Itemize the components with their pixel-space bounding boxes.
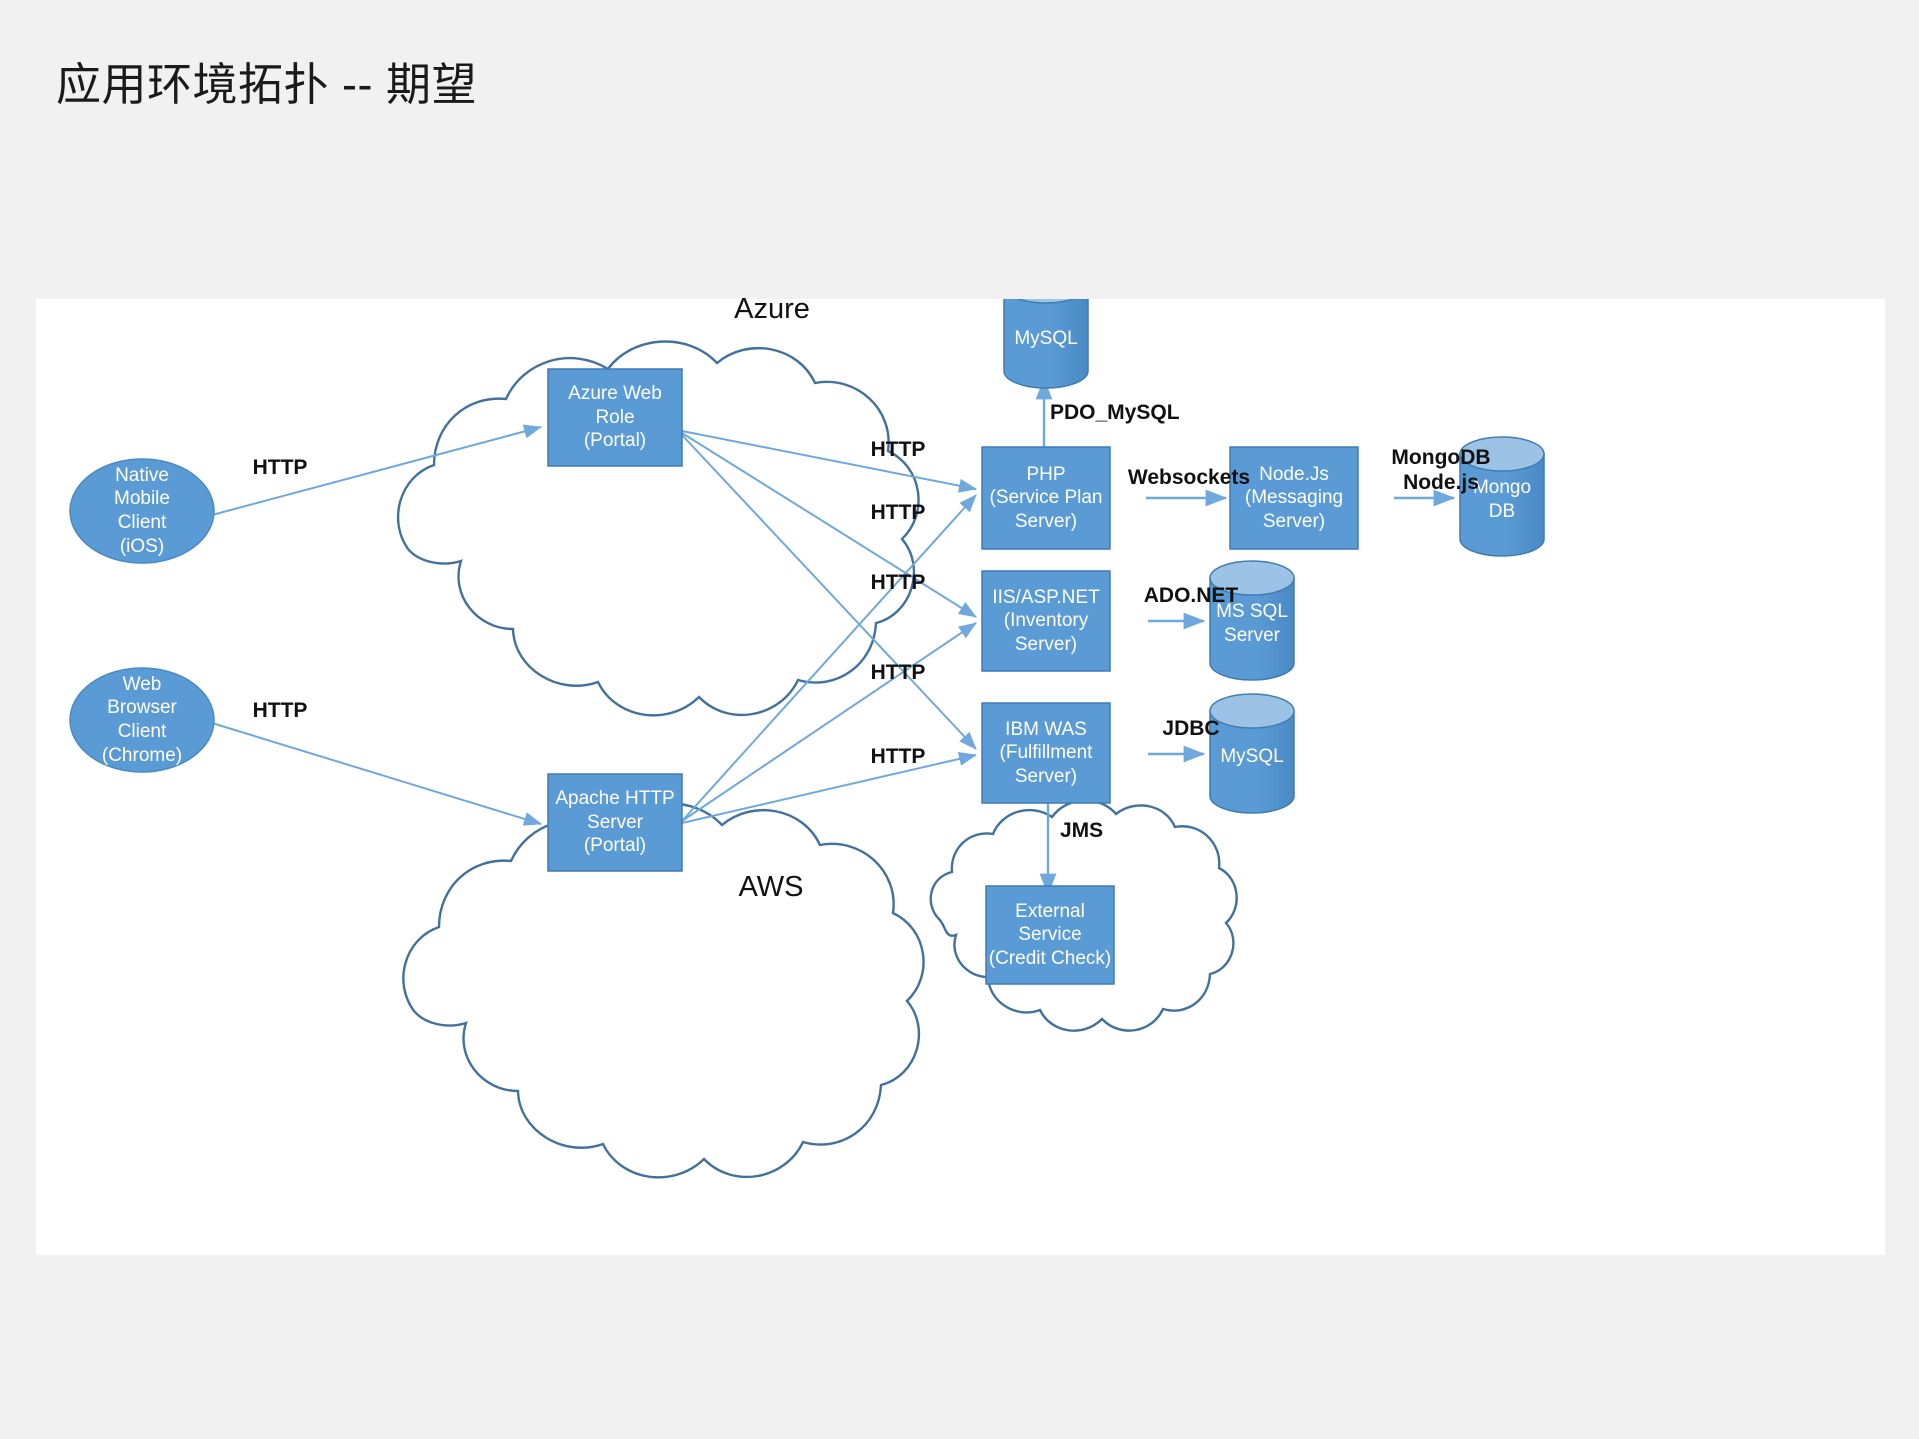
- edge-label-pdo-mysql: PDO_MySQL: [1050, 401, 1180, 424]
- mongo-db-cylinder[interactable]: [1459, 436, 1545, 557]
- edge-label-http-4: HTTP: [870, 661, 926, 684]
- mysql-php-db-cylinder[interactable]: [1003, 299, 1089, 389]
- edge-label-http-2: HTTP: [870, 501, 926, 524]
- edge-label-websockets: Websockets: [1127, 466, 1251, 489]
- diagram-panel: Azure AWS Native Mobile Client (iOS) Web…: [36, 293, 1885, 1255]
- external-service-credit-check-box[interactable]: [985, 885, 1115, 985]
- aws-cloud: [402, 802, 925, 1179]
- edge-label-mongodb-nodejs-line-1: MongoDB: [1391, 446, 1491, 469]
- edge-label-jms: JMS: [1060, 819, 1104, 842]
- azure-cloud-label: Azure: [734, 293, 810, 325]
- edge-label-http-browser: HTTP: [252, 699, 308, 722]
- edge-label-http-mobile: HTTP: [252, 456, 308, 479]
- edge-apache-to-iis: [681, 622, 977, 822]
- edge-label-http-1: HTTP: [870, 438, 926, 461]
- iis-aspnet-inventory-server-box[interactable]: [981, 570, 1111, 672]
- edge-apache-to-was: [681, 752, 977, 824]
- edge-azure-to-was: [681, 434, 977, 750]
- edge-apache-to-php: [681, 494, 977, 822]
- edge-label-mongodb-nodejs-line-2: Node.js: [1403, 471, 1479, 494]
- aws-cloud-label: AWS: [738, 871, 804, 903]
- ms-sql-server-db-cylinder[interactable]: [1209, 560, 1295, 681]
- edge-label-ado-net: ADO.NET: [1143, 584, 1239, 607]
- edge-browser-to-apache: [211, 722, 542, 826]
- ibm-was-fulfillment-server-box[interactable]: [981, 702, 1111, 804]
- page-title: 应用环境拓扑 -- 期望: [56, 59, 477, 110]
- architecture-diagram: [69, 299, 1545, 1179]
- native-mobile-client[interactable]: [69, 458, 215, 564]
- azure-web-role-box[interactable]: [547, 368, 683, 467]
- web-browser-client[interactable]: [69, 667, 215, 773]
- nodejs-messaging-server-box[interactable]: [1229, 446, 1359, 550]
- edge-label-http-5: HTTP: [870, 745, 926, 768]
- edge-label-http-3: HTTP: [870, 571, 926, 594]
- apache-http-server-box[interactable]: [547, 773, 683, 872]
- php-service-plan-server-box[interactable]: [981, 446, 1111, 550]
- edge-azure-to-iis: [681, 432, 977, 618]
- edge-azure-to-php: [681, 430, 977, 493]
- mysql-was-db-cylinder[interactable]: [1209, 693, 1295, 814]
- edge-label-jdbc: JDBC: [1162, 717, 1220, 740]
- edge-mobile-to-azure: [211, 424, 542, 516]
